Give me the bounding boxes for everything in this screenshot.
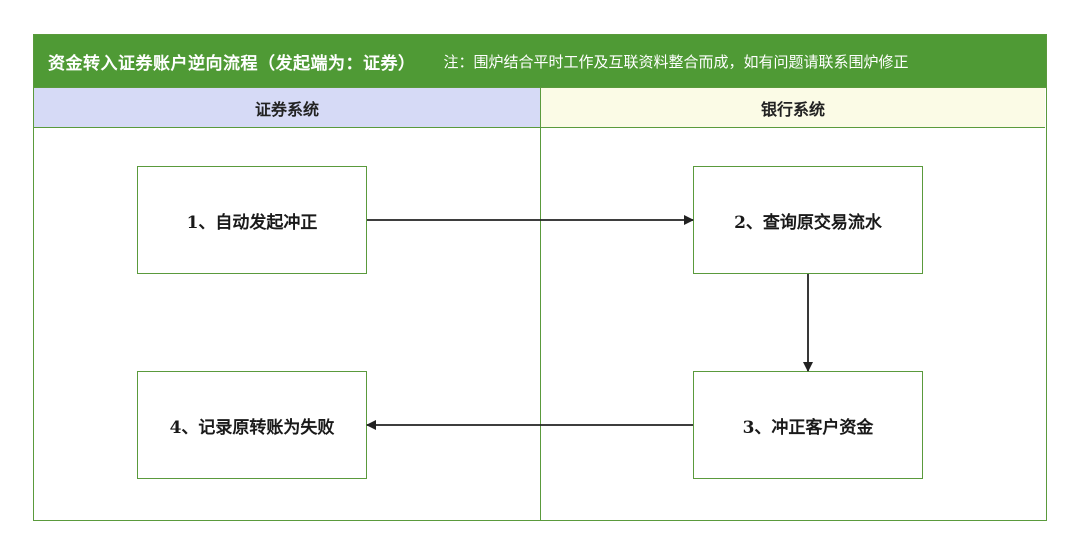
- diagram-title-bar: 资金转入证券账户逆向流程（发起端为：证券） 注：围炉结合平时工作及互联资料整合而…: [34, 35, 1046, 88]
- diagram-title: 资金转入证券账户逆向流程（发起端为：证券）: [48, 53, 416, 74]
- step-2-node: 2、查询原交易流水: [693, 166, 923, 274]
- diagram-note: 注：围炉结合平时工作及互联资料整合而成，如有问题请联系围炉修正: [443, 52, 909, 71]
- lane-header-securities: 证券系统: [34, 88, 540, 128]
- swimlane-diagram: 资金转入证券账户逆向流程（发起端为：证券） 注：围炉结合平时工作及互联资料整合而…: [33, 34, 1047, 521]
- lane-divider: [540, 128, 541, 520]
- step-4-node: 4、记录原转账为失败: [137, 371, 367, 479]
- step-3-node: 3、冲正客户资金: [693, 371, 923, 479]
- lane-header-bank: 银行系统: [540, 88, 1045, 128]
- step-1-node: 1、自动发起冲正: [137, 166, 367, 274]
